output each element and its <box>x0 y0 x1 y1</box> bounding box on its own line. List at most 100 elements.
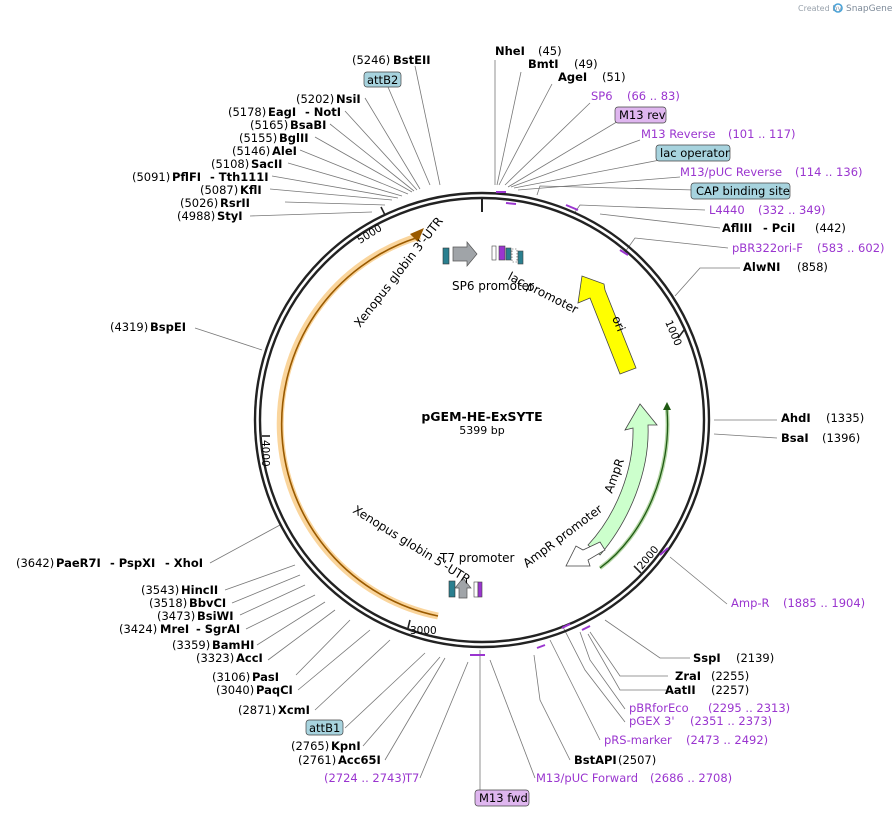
xenopus3-block <box>442 247 450 265</box>
site-bspei-name[interactable]: BspEI <box>150 320 186 334</box>
m13-rev-box[interactable] <box>614 106 667 124</box>
site-sacii-name[interactable]: SacII <box>251 157 282 171</box>
site-afliii-pos: (442) <box>815 221 846 235</box>
pbrforeco-name[interactable]: pBRforEco <box>629 701 689 715</box>
m13puc-fwd-pos: (2686 .. 2708) <box>650 771 732 785</box>
site-alwni-name[interactable]: AlwNI <box>743 260 780 274</box>
site-kfli-name[interactable]: KflI <box>240 183 262 197</box>
site-pcii-name[interactable]: - PciI <box>763 221 795 235</box>
m13puc-rev-name[interactable]: M13/pUC Reverse <box>680 165 782 179</box>
site-kpni-pos: (2765) <box>291 739 329 753</box>
site-nsii-name[interactable]: NsiI <box>336 92 361 106</box>
site-acc65i-name[interactable]: Acc65I <box>338 753 381 767</box>
m13puc-fwd-name[interactable]: M13/pUC Forward <box>536 771 638 785</box>
site-bsabi-name[interactable]: BsaBI <box>290 118 326 132</box>
site-pasi-name[interactable]: PasI <box>252 670 279 684</box>
sp6-primer-name[interactable]: SP6 <box>591 89 613 103</box>
sp6-promoter-label: SP6 promoter <box>452 279 534 293</box>
site-xcmi-pos: (2871) <box>238 703 276 717</box>
plasmid-name: pGEM-HE-ExSYTE <box>421 409 542 424</box>
site-sgrai-name[interactable]: - SgrAI <box>196 622 240 636</box>
ori-arrow <box>577 275 637 375</box>
site-acci-name[interactable]: AccI <box>236 651 263 665</box>
site-kpni-name[interactable]: KpnI <box>331 739 361 753</box>
t7-primer-name[interactable]: T7 <box>404 771 419 785</box>
site-mrei-name[interactable]: MreI <box>160 622 189 636</box>
site-bmti-name[interactable]: BmtI <box>528 57 559 71</box>
ampr-outer-arc <box>599 409 669 569</box>
prs-marker-name[interactable]: pRS-marker <box>604 733 672 747</box>
amp-r-primer-name[interactable]: Amp-R <box>731 596 770 610</box>
site-bsabi-pos: (5165) <box>250 118 288 132</box>
site-bstapi-pos: (2507) <box>618 753 656 767</box>
m13-rev-label: M13 rev <box>619 108 666 122</box>
site-bsai-name[interactable]: BsaI <box>781 431 809 445</box>
sp6-promoter-arrow <box>452 241 478 267</box>
top-feature-cluster <box>442 241 524 267</box>
site-xhoi-name[interactable]: - XhoI <box>165 556 203 570</box>
site-ahdi-name[interactable]: AhdI <box>781 411 811 425</box>
ori-label: ori <box>609 314 628 334</box>
site-bsiwi-name[interactable]: BsiWI <box>197 609 234 623</box>
site-alei-pos: (5146) <box>232 144 270 158</box>
attb1-box[interactable] <box>305 719 344 736</box>
m13-fwd-box[interactable] <box>474 789 530 807</box>
cap-binding-box[interactable] <box>690 182 791 200</box>
pbr322ori-f-pos: (583 .. 602) <box>817 241 885 255</box>
site-pspxi-name[interactable]: - PspXI <box>110 556 155 570</box>
site-nsii-pos: (5202) <box>296 92 334 106</box>
site-bsteii-name[interactable]: BstEII <box>393 53 431 67</box>
site-bstapi-name[interactable]: BstAPI <box>574 753 617 767</box>
pgex3-pos: (2351 .. 2373) <box>690 714 772 728</box>
tick-3000: 3000 <box>410 625 437 637</box>
site-xcmi-name[interactable]: XcmI <box>278 703 310 717</box>
bottom-feature-cluster <box>448 577 483 599</box>
site-nhei-name[interactable]: NheI <box>495 44 525 58</box>
site-bbvci-pos: (3518) <box>149 596 187 610</box>
snapgene-brand: SnapGene <box>846 4 893 14</box>
site-bamhi-pos: (3359) <box>172 638 210 652</box>
site-bglii-name[interactable]: BglII <box>279 131 309 145</box>
tick-4000: 4000 <box>259 440 271 467</box>
site-bamhi-name[interactable]: BamHI <box>212 638 254 652</box>
site-bsai-pos: (1396) <box>822 431 860 445</box>
cap-binding-label: CAP binding site <box>696 184 790 198</box>
site-afliii-name[interactable]: AflIII <box>722 221 752 235</box>
m13-reverse-name[interactable]: M13 Reverse <box>641 127 715 141</box>
site-pflfi-pos: (5091) <box>132 170 170 184</box>
t7-promoter-label: T7 promoter <box>439 551 515 565</box>
site-rsrii-name[interactable]: RsrII <box>220 196 250 210</box>
attb2-label: attB2 <box>367 73 398 87</box>
attb1-label: attB1 <box>309 721 340 735</box>
lac-operator-box[interactable] <box>655 144 731 162</box>
site-tth111i-name[interactable]: - Tth111I <box>210 170 269 184</box>
snapgene-logo <box>833 3 843 13</box>
attb2-box[interactable] <box>363 71 402 88</box>
site-agei-name[interactable]: AgeI <box>558 70 587 84</box>
site-paer7i-name[interactable]: PaeR7I <box>56 556 101 570</box>
pbr322ori-f-name[interactable]: pBR322ori-F <box>732 241 803 255</box>
site-pflfi-name[interactable]: PflFI <box>172 170 201 184</box>
m13puc-rev-pos: (114 .. 136) <box>795 165 863 179</box>
site-eagi-name[interactable]: EagI <box>268 105 296 119</box>
site-bbvci-name[interactable]: BbvCI <box>189 596 226 610</box>
site-aatii-name[interactable]: AatII <box>665 683 696 697</box>
site-agei-pos: (51) <box>602 70 626 84</box>
site-zrai-name[interactable]: ZraI <box>675 669 701 683</box>
xenopus-utr-arrowhead <box>410 228 424 242</box>
site-styi-name[interactable]: StyI <box>217 209 243 223</box>
site-noti-name[interactable]: - NotI <box>305 105 341 119</box>
sp6-primer-pos: (66 .. 83) <box>627 89 680 103</box>
site-paqci-name[interactable]: PaqCI <box>256 683 293 697</box>
site-sspi-name[interactable]: SspI <box>693 651 721 665</box>
site-eagi-pos: (5178) <box>228 105 266 119</box>
site-bmti-pos: (49) <box>574 57 598 71</box>
site-alei-name[interactable]: AleI <box>272 144 297 158</box>
site-bspei-pos: (4319) <box>110 320 148 334</box>
site-nhei-pos: (45) <box>538 44 562 58</box>
site-aatii-pos: (2257) <box>711 683 749 697</box>
l4440-name[interactable]: L4440 <box>709 203 745 217</box>
ampr-promoter-label: AmpR promoter <box>520 502 605 571</box>
pgex3-name[interactable]: pGEX 3' <box>629 714 675 728</box>
site-hincii-name[interactable]: HincII <box>181 583 218 597</box>
